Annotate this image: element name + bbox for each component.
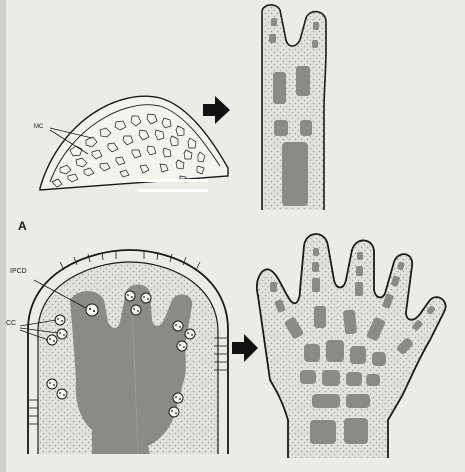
panel-a-label: A bbox=[18, 220, 27, 232]
ipcd-label: IPCD bbox=[10, 268, 27, 275]
page-edge-shadow bbox=[0, 0, 6, 472]
autopod-cell-death-drawing bbox=[28, 250, 228, 454]
mc-label: MC bbox=[34, 124, 43, 130]
cc-label: CC bbox=[6, 320, 16, 327]
